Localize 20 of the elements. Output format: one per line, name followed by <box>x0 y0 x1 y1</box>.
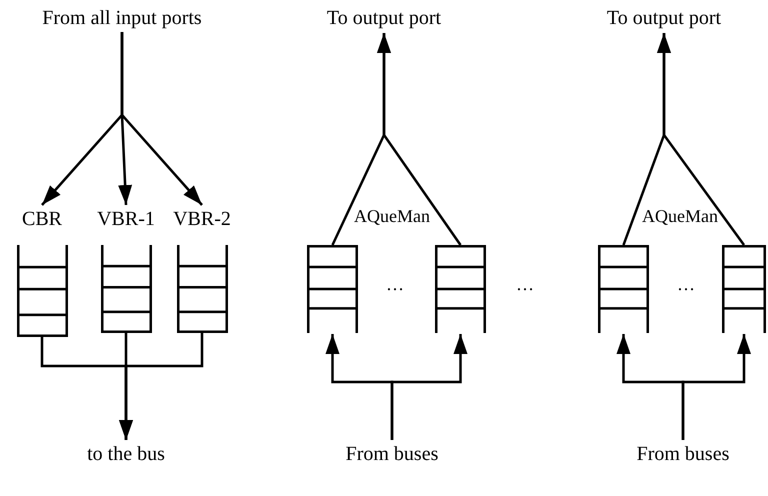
port-label: From buses <box>344 442 440 467</box>
arrow <box>120 32 203 206</box>
text-label: … <box>385 273 405 296</box>
text-label: … <box>676 273 696 296</box>
queue-label: VBR-1 <box>96 207 156 232</box>
port-label: To output port <box>606 6 722 31</box>
port-label: From buses <box>636 442 730 467</box>
arrow <box>682 334 751 440</box>
arrow <box>377 33 462 246</box>
queue-label: VBR-2 <box>172 207 232 232</box>
text-label: AQueMan <box>353 205 431 228</box>
text-label: … <box>515 273 535 296</box>
arrow <box>657 33 746 246</box>
port-label: To output port <box>326 6 442 31</box>
text-label: AQueMan <box>641 205 719 228</box>
arrow <box>119 333 204 440</box>
port-label: to the bus <box>86 442 166 467</box>
queue-label: CBR <box>20 207 64 232</box>
arrow <box>390 334 468 440</box>
port-label: From all input ports <box>41 6 203 31</box>
